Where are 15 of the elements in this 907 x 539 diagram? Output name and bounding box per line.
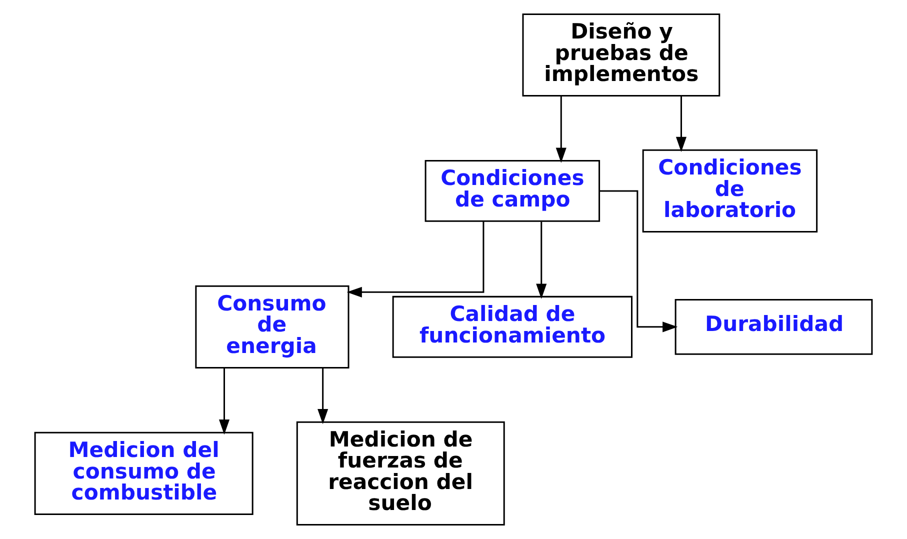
node-box: Durabilidad — [674, 298, 873, 355]
node-box: Consumo de energia — [195, 285, 350, 368]
arrow — [346, 221, 484, 298]
arrow — [556, 96, 566, 163]
node-box: Condiciones de laboratorio — [642, 149, 818, 232]
node-box: Calidad de funcionamiento — [392, 296, 633, 358]
node-box: Medicion de fuerzas de reaccion del suelo — [296, 421, 505, 526]
arrow — [536, 222, 547, 299]
arrow — [676, 96, 687, 152]
node-box: Diseño y pruebas de implementos — [522, 13, 720, 97]
arrow — [218, 368, 230, 435]
arrow — [600, 190, 678, 332]
arrow — [318, 368, 328, 424]
node-box: Medicion del consumo de combustible — [34, 432, 254, 515]
node-box: Condiciones de campo — [424, 160, 600, 222]
